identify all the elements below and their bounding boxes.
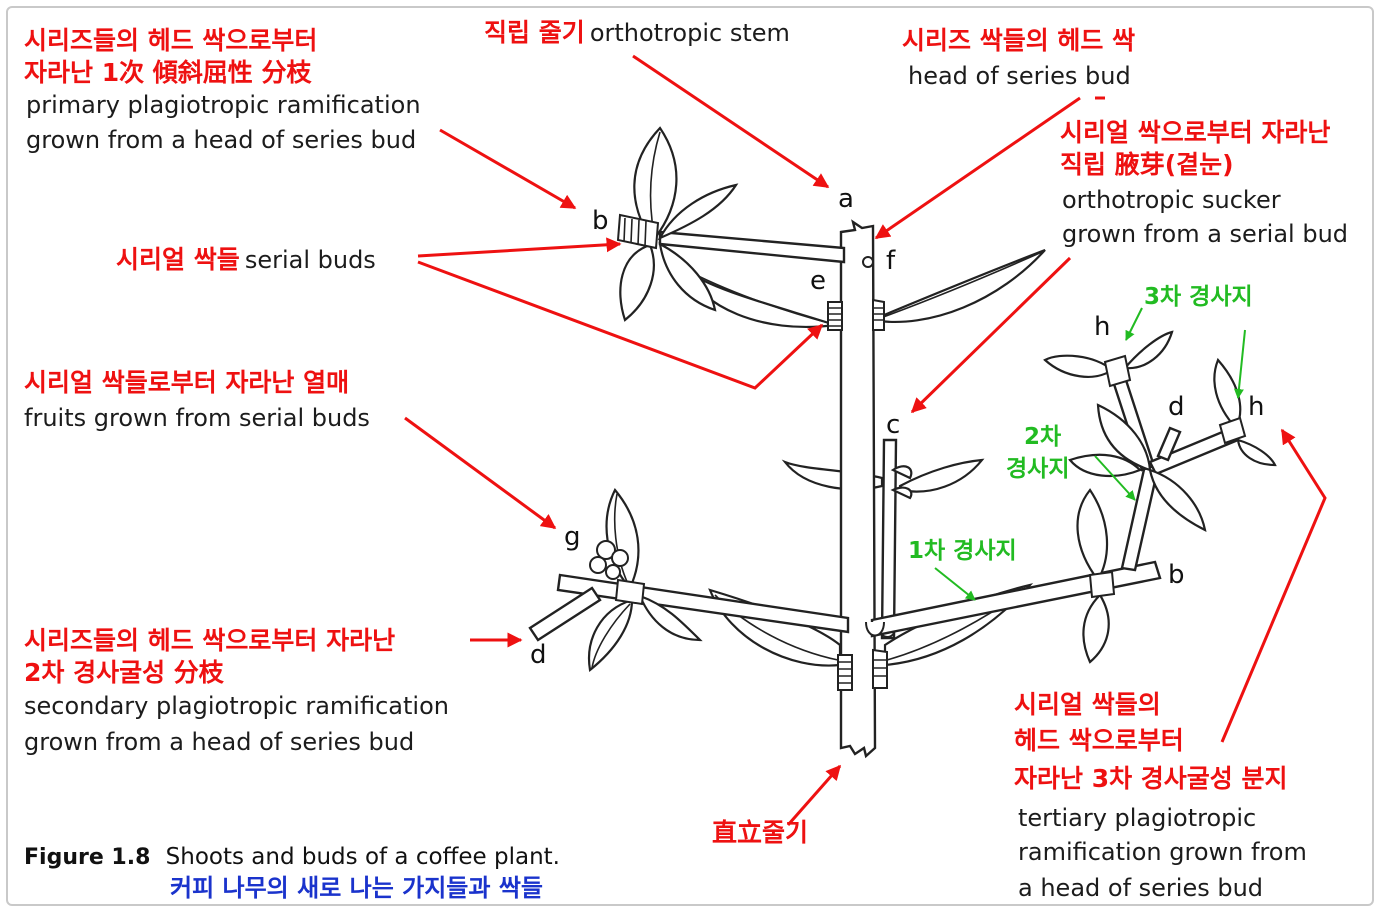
leaf-cluster-lower-right [1076,488,1116,664]
tertiary-branch-label-ko-1: 시리얼 싹들의 [1014,690,1161,719]
lower-right-branch [870,560,1162,638]
secondary-branch-green-label-1: 2차 [1024,424,1062,450]
tertiary-branch-label-en-3: a head of series bud [1018,874,1264,902]
stem-label: 직립 줄기 orthotropic stem [484,20,790,45]
upper-branch [658,230,846,264]
sucker-label-ko-1: 시리얼 싹으로부터 자라난 [1060,118,1331,147]
annotation-arrows-red [404,54,1327,826]
figure-number: Figure 1.8 [24,845,151,870]
branch-d-left [528,586,602,642]
serial-buds-label: 시리얼 싹들 serial buds [116,247,376,272]
leaf-cluster-upper-left [616,126,739,322]
leaf-pair-upper [684,248,1046,329]
point-label-g: g [564,522,581,552]
fruits-label-ko: 시리얼 싹들로부터 자라난 열매 [24,368,350,397]
figure-caption-en: Shoots and buds of a coffee plant. [165,844,560,870]
primary-branch-label-ko-2: 자라난 1次 傾斜屈性 分枝 [24,58,312,87]
point-label-e: e [810,266,826,296]
figure-caption: Figure 1.8 Shoots and buds of a coffee p… [24,846,560,869]
serial-buds-label-ko: 시리얼 싹들 [116,245,240,274]
secondary-branch-label-en-1: secondary plagiotropic ramification [24,692,449,720]
tertiary-branch-label-en-2: ramification grown from [1018,838,1307,866]
primary-branch-label-en-2: grown from a head of series bud [26,126,417,154]
point-label-d: d [530,640,547,670]
point-label-h-right: h [1248,392,1265,422]
sucker-label-ko-2: 직립 腋芽(곁눈) [1060,150,1234,179]
stem-label-ko: 직립 줄기 [484,18,585,47]
bud-f [862,256,874,268]
sucker-label-en-2: grown from a serial bud [1062,220,1349,248]
sucker-label-en-1: orthotropic sucker [1062,186,1281,214]
point-label-h: h [1094,312,1111,342]
annotation-arrows-green [934,307,1246,601]
point-label-c: c [886,410,901,440]
serial-buds-lower [837,648,888,691]
tertiary-branch-label-ko-2: 헤드 싹으로부터 [1014,726,1184,755]
leaf-cluster-lower-left [587,488,703,673]
point-label-f: f [886,246,896,276]
secondary-branch-label-ko-2: 2차 경사굴성 分枝 [24,658,224,687]
point-label-a: a [838,184,854,214]
fruits-g [589,540,629,580]
stem-label-en: orthotropic stem [589,19,790,47]
secondary-branch-label-en-2: grown from a head of series bud [24,728,415,756]
primary-branch-label-en-1: primary plagiotropic ramification [26,91,421,119]
fruits-label-en: fruits grown from serial buds [24,404,370,432]
point-label-d-right: d [1168,392,1185,422]
lower-junction-bud [865,621,885,637]
primary-branch-label-ko-1: 시리즈들의 헤드 싹으로부터 [24,26,318,55]
point-label-b: b [592,206,609,236]
secondary-branch-label-ko-1: 시리즈들의 헤드 싹으로부터 자라난 [24,626,396,655]
erect-stem-label: 直立줄기 [712,818,809,847]
point-label-b-right: b [1168,560,1185,590]
figure-frame [6,6,1374,906]
secondary-branch-green-label-2: 경사지 [1006,456,1070,482]
serial-buds-label-en: serial buds [244,246,376,274]
sucker-side-buds [890,465,913,500]
tertiary-branch-label-ko-3: 자라난 3차 경사굴성 분지 [1014,764,1288,793]
head-bud-label-ko: 시리즈 싹들의 헤드 싹 [902,26,1136,55]
tertiary-branch-green-label: 3차 경사지 [1144,284,1253,310]
primary-branch-green-label: 1차 경사지 [908,538,1017,564]
leaf-cluster-right [1043,330,1277,532]
head-bud-label-en: head of series bud [908,62,1131,90]
serial-buds-e [827,298,885,331]
branch-d-right [1156,426,1182,462]
tertiary-branch-label-en-1: tertiary plagiotropic [1018,804,1257,832]
figure-caption-ko: 커피 나무의 새로 나는 가지들과 싹들 [170,874,543,902]
